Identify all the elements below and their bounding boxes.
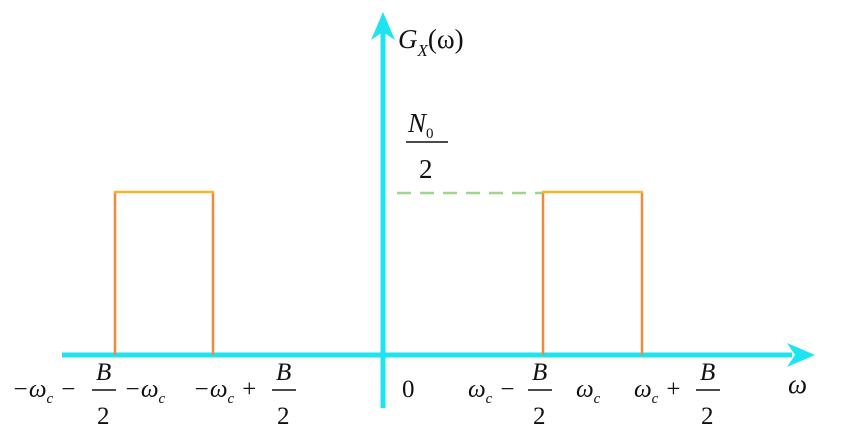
x-axis-label: ω	[788, 369, 807, 399]
tick-label-2: −ωc	[124, 376, 166, 407]
tick-label-6: ωc+ B 2	[634, 359, 720, 430]
svg-text:2: 2	[419, 154, 433, 184]
svg-text:2: 2	[701, 403, 714, 430]
tick-label-1: −ωc− B 2	[12, 359, 116, 430]
svg-text:B: B	[276, 359, 291, 386]
svg-text:N0: N0	[407, 108, 434, 142]
svg-text:−ωc: −ωc	[124, 376, 166, 407]
svg-text:−ωc−: −ωc−	[12, 376, 75, 407]
tick-label-5: ωc	[576, 376, 601, 407]
svg-text:B: B	[96, 359, 111, 386]
svg-text:ωc+: ωc+	[634, 376, 680, 407]
svg-text:2: 2	[277, 403, 290, 430]
tick-label-4: ωc− B 2	[468, 359, 552, 430]
svg-text:ωc−: ωc−	[468, 376, 514, 407]
svg-text:B: B	[700, 359, 715, 386]
svg-text:−ωc+: −ωc+	[193, 376, 256, 407]
y-axis-arrowhead	[371, 12, 395, 40]
origin-label: 0	[402, 376, 415, 403]
svg-text:2: 2	[97, 403, 110, 430]
svg-text:ωc: ωc	[576, 376, 601, 407]
x-axis-arrowhead	[787, 343, 815, 367]
svg-text:B: B	[532, 359, 547, 386]
y-axis-label: GX(ω)	[398, 24, 464, 60]
level-label: N0 2	[406, 108, 448, 184]
tick-label-3: −ωc+ B 2	[193, 359, 296, 430]
svg-text:2: 2	[533, 403, 546, 430]
